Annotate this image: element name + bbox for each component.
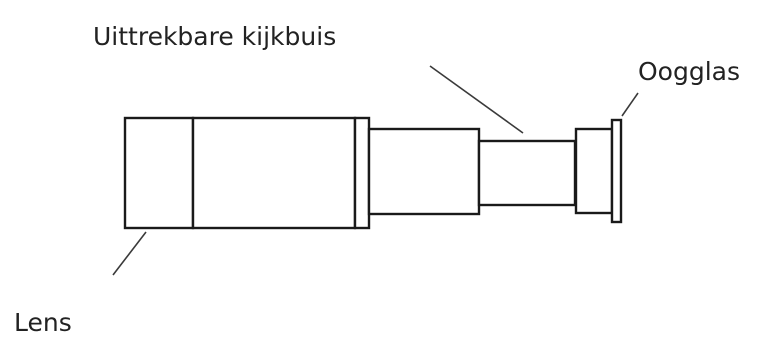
eyepiece-label: Oogglas xyxy=(638,57,740,86)
lens-leader-line xyxy=(112,231,147,276)
eyepiece-collar xyxy=(574,127,614,215)
eyepiece-leader-line xyxy=(621,92,639,117)
telescope xyxy=(123,116,623,230)
draw-tube-2 xyxy=(477,139,577,207)
barrel-ring xyxy=(353,116,371,230)
main-barrel xyxy=(191,116,357,230)
eyepiece-glass xyxy=(610,118,623,224)
tube-leader-line xyxy=(429,65,524,134)
tube-label: Uittrekbare kijkbuis xyxy=(93,22,336,51)
draw-tube-1 xyxy=(367,127,481,216)
lens-housing xyxy=(123,116,195,230)
lens-label: Lens xyxy=(14,308,72,337)
